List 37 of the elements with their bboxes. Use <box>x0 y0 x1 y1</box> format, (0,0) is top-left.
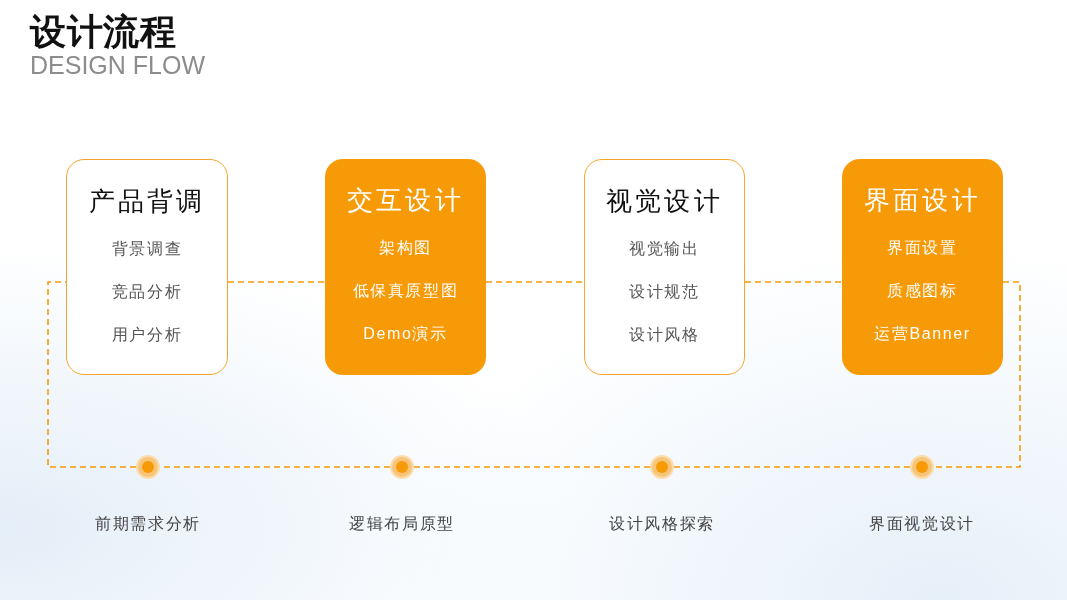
card-item: 质感图标 <box>887 281 958 301</box>
card-item: 背景调查 <box>111 239 183 259</box>
card-item: 用户分析 <box>111 325 183 345</box>
card-title: 界面设计 <box>864 184 981 217</box>
process-card <box>584 159 745 375</box>
dashed-connector <box>933 281 1021 468</box>
process-card <box>842 159 1003 375</box>
card-item: 架构图 <box>379 238 432 258</box>
card-item: 设计规范 <box>629 282 700 302</box>
dashed-connector <box>47 281 137 468</box>
dashed-connector <box>485 281 585 283</box>
milestone-dot-icon <box>136 455 160 479</box>
card-title: 交互设计 <box>347 184 464 217</box>
card-item: 竞品分析 <box>111 282 183 302</box>
dashed-connector <box>744 281 843 283</box>
page-title: 设计流程 <box>30 12 177 52</box>
card-title: 视觉设计 <box>606 185 723 218</box>
milestone-label: 逻辑布局原型 <box>349 514 455 534</box>
dashed-connector <box>673 466 911 468</box>
process-card <box>66 159 228 375</box>
milestone-label: 前期需求分析 <box>95 514 201 534</box>
milestone-dot-icon <box>910 455 934 479</box>
card-item: 视觉输出 <box>629 239 700 259</box>
dashed-connector <box>413 466 651 468</box>
page-subtitle: DESIGN FLOW <box>30 51 205 79</box>
milestone-label: 界面视觉设计 <box>869 514 975 534</box>
card-item: 运营Banner <box>874 324 971 344</box>
process-card <box>325 159 486 375</box>
milestone-dot-icon <box>390 455 414 479</box>
card-item: 界面设置 <box>887 238 958 258</box>
card-item: 低保真原型图 <box>352 281 459 301</box>
card-item: Demo演示 <box>363 324 448 344</box>
dashed-connector <box>227 281 326 283</box>
milestone-label: 设计风格探索 <box>609 514 715 534</box>
card-item: 设计风格 <box>629 325 700 345</box>
milestone-dot-icon <box>650 455 674 479</box>
card-title: 产品背调 <box>88 185 206 218</box>
